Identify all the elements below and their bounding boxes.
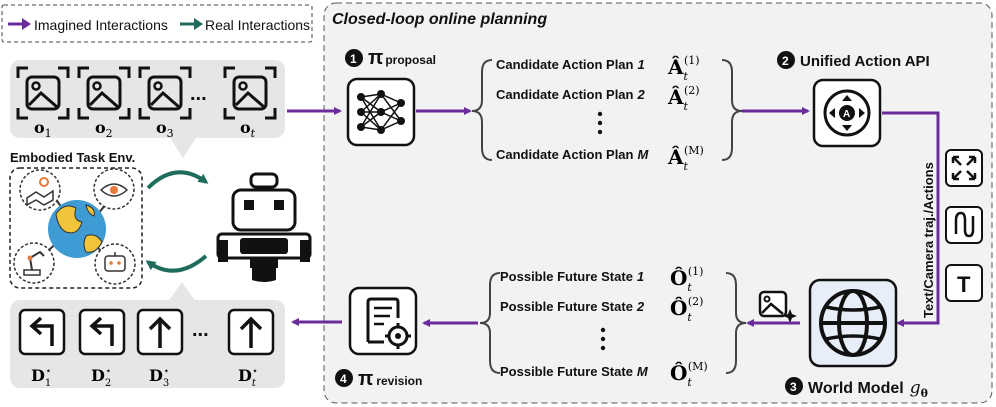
move-forward-icon (227, 308, 275, 356)
step-4-badge: 4 (335, 369, 353, 387)
panel-title: Closed-loop online planning (332, 11, 547, 28)
svg-text:A: A (843, 109, 850, 120)
chatbot-icon (94, 243, 136, 285)
futures-left-brace (479, 272, 501, 374)
generated-image-icon (758, 290, 797, 323)
observation-pointer (170, 138, 196, 158)
future-state-2-math: Ôt(2) (670, 295, 703, 324)
camera-trajectory-icon (945, 149, 983, 187)
image-icon (138, 66, 192, 120)
future-state-m-math: Ôt(M) (670, 360, 708, 389)
legend-real-label: Real Interactions (205, 17, 310, 33)
turn-left-icon (18, 308, 66, 356)
instruction-tiles (18, 308, 275, 356)
step-2-badge: 2 (777, 51, 795, 69)
real-arrow-icon (180, 18, 203, 30)
candidate-plan-m-math: Ât(M) (667, 144, 704, 173)
vision-icon (93, 168, 135, 210)
svg-text:4: 4 (340, 372, 347, 386)
candidates-left-brace (471, 59, 493, 161)
image-icon (223, 66, 277, 120)
imagined-arrow-icon (8, 18, 31, 30)
text-icon: T (945, 264, 983, 302)
globe-icon (39, 195, 113, 263)
neural-net-icon (346, 77, 416, 147)
unified-api-label: Unified Action API (800, 53, 930, 70)
env-label: Embodied Task Env. (10, 150, 135, 165)
image-icon (16, 66, 70, 120)
candidate-plan-2-math: Ât(2) (667, 84, 700, 113)
candidates-vertical-ellipsis (597, 111, 603, 135)
robot-arm-icon (13, 242, 55, 284)
world-model-globe-icon (808, 278, 898, 368)
instruction-label-t: Dt⋆ (238, 366, 258, 389)
move-forward-icon (136, 308, 184, 356)
step-1-badge: 1 (345, 49, 363, 67)
candidate-plan-1-math: Ât(1) (667, 54, 700, 83)
instruction-label-2: D2⋆ (91, 366, 112, 389)
map-icon (19, 169, 61, 211)
observation-ellipsis: ... (190, 83, 207, 105)
instruction-ellipsis: ... (192, 319, 209, 341)
legend: Imagined Interactions Real Interactions (1, 4, 313, 43)
gamepad-icon: A (812, 78, 882, 148)
image-icon (77, 66, 131, 120)
path-trajectory-icon (945, 206, 983, 244)
legend-imagined-label: Imagined Interactions (34, 17, 168, 33)
svg-text:T: T (957, 272, 971, 297)
step-3-badge: 3 (785, 377, 803, 395)
svg-text:3: 3 (790, 380, 797, 394)
futures-vertical-ellipsis (600, 327, 606, 351)
instruction-label-1: D1⋆ (31, 366, 52, 389)
api-to-world-model-line (882, 111, 940, 327)
robot-agent-icon (216, 172, 312, 282)
turn-left-icon (78, 308, 126, 356)
futures-right-brace (725, 272, 747, 374)
observation-frames (16, 66, 277, 120)
future-state-1-math: Ôt(1) (670, 265, 703, 294)
real-arrow-to-agent (146, 170, 209, 190)
instruction-pointer (168, 282, 196, 302)
svg-text:1: 1 (350, 52, 357, 66)
document-settings-icon (348, 286, 418, 356)
instruction-label-3: D3⋆ (149, 366, 170, 389)
side-label: Text/Camera traj./Actions (921, 162, 936, 318)
real-arrow-to-env (145, 254, 208, 273)
svg-text:2: 2 (782, 54, 789, 68)
